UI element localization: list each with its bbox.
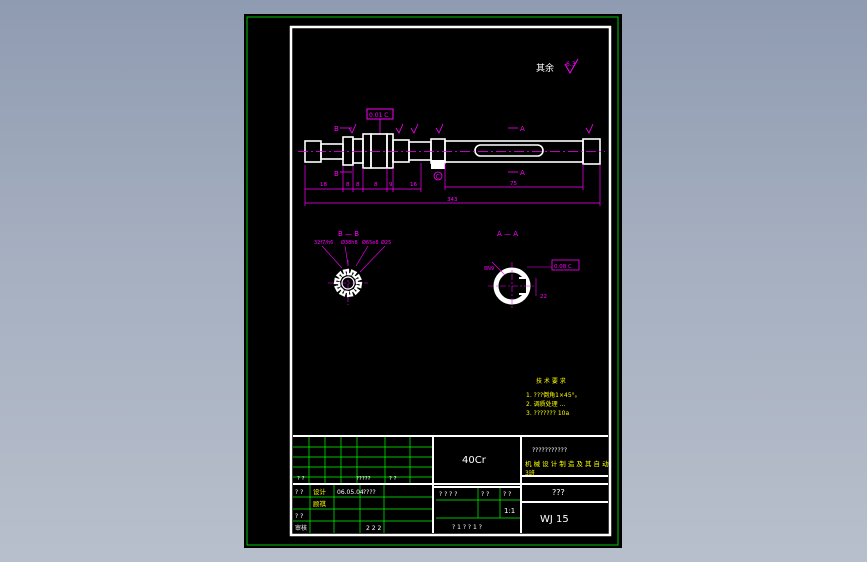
section-aa-tolerance: 0.08 C: [554, 264, 572, 270]
spline-section: [333, 268, 363, 298]
section-bb-label-2: Ø38h8: [341, 239, 358, 246]
datum-c-symbol: [433, 171, 443, 181]
datum-c-label: C: [436, 174, 440, 181]
keyway-slot: [474, 144, 544, 157]
row-label-4: ? ?: [295, 513, 303, 520]
row-label-1: ? ?: [297, 476, 305, 482]
drawing-frame: [289, 25, 612, 537]
reviewer: ????: [363, 489, 376, 496]
drawing-number: WJ 15: [540, 514, 569, 525]
section-aa-title: A — A: [497, 230, 518, 238]
section-aa-depth: 22: [540, 294, 547, 300]
section-mark-b-bottom: B: [334, 170, 339, 178]
section-aa-tolerance-frame: [551, 259, 580, 271]
dim-segment-3: 8: [356, 182, 360, 188]
section-aa-view: A — A 8N9 0.08 C 22: [484, 230, 580, 308]
section-mark-a-bottom: A: [520, 169, 525, 177]
standardization: 2 2 2: [366, 525, 381, 532]
scale-label: ? ?: [503, 491, 511, 498]
stage-mark: ? ? ? ?: [439, 491, 457, 498]
weight-label: ? ?: [481, 491, 489, 498]
section-bb-label-1: 32f7/h6: [314, 240, 333, 246]
section-aa-label-key: 8N9: [484, 266, 494, 272]
tech-req-heading: 技 术 要 求: [536, 377, 566, 385]
dimension-lines: [304, 163, 601, 206]
dim-segment-1: 18: [320, 182, 327, 188]
sheet-info: ? 1 ? ? 1 ?: [452, 524, 482, 531]
row-label-3: ? ?: [295, 489, 303, 496]
row-label-2: ? ?: [389, 476, 397, 482]
institute-line-3: 3班: [525, 469, 535, 477]
sheet-outer-border: [246, 16, 619, 546]
section-marks-main: B B A A C: [334, 125, 525, 181]
shaft-collar-fill: [431, 160, 445, 169]
roughness-symbol: [564, 58, 579, 75]
dim-segment-5: 9: [389, 182, 393, 188]
institute-line-2: 机 械 设 计 制 造 及 其 自 动: [525, 459, 609, 468]
spline-bore: [341, 276, 355, 290]
dim-keyway-length: 75: [510, 181, 517, 187]
tech-req-line-1: 1. ???倒角1×45°。: [526, 391, 581, 399]
dim-segment-4: 8: [374, 182, 378, 188]
title-block-grid: [293, 437, 520, 533]
section-bb-label-3: Ø65e8: [362, 239, 379, 246]
institute-line-1: ???????????: [532, 447, 567, 454]
material-text: 40Cr: [462, 455, 487, 466]
approval-code: ?????: [356, 476, 371, 482]
roughness-note: 其余: [536, 62, 554, 74]
section-mark-a-top: A: [520, 125, 525, 133]
dim-segment-2: 8: [346, 182, 350, 188]
spline-teeth: [333, 268, 363, 298]
keyway-notch: [519, 278, 527, 294]
dim-segment-6: 16: [410, 182, 417, 188]
tolerance-frame-text: 0.01 C: [369, 112, 388, 119]
section-bb-title: B — B: [338, 230, 359, 238]
dimension-texts: 18 8 8 8 9 16 75 343: [320, 181, 517, 203]
checker-label: 审核: [295, 524, 307, 532]
dim-total-length: 343: [447, 197, 458, 203]
roughness-value: 6.3: [566, 61, 576, 68]
roughness-ticks: [348, 123, 594, 134]
title-block: 40Cr ??????????? 机 械 设 计 制 造 及 其 自 动 3班 …: [293, 435, 609, 533]
design-date: 06.05.04: [337, 489, 364, 496]
tech-req-line-3: 3. ??????? 10a: [526, 410, 569, 417]
designer-name: 顾祺: [313, 499, 327, 508]
section-bb-label-4: Ø25: [381, 239, 391, 246]
title-block-frame: [293, 435, 608, 533]
scale-value: 1:1: [504, 507, 515, 515]
part-name: ???: [552, 488, 565, 497]
designer-label: 设计: [313, 487, 327, 496]
section-bb-view: B — B 32f7/h6 Ø38h8 Ø65e8 Ø25: [314, 230, 391, 305]
tech-requirements: 技 术 要 求 1. ???倒角1×45°。 2. 调质处理 ... 3. ??…: [526, 377, 581, 417]
section-mark-b-top: B: [334, 125, 339, 133]
tech-req-line-2: 2. 调质处理 ...: [526, 400, 565, 408]
